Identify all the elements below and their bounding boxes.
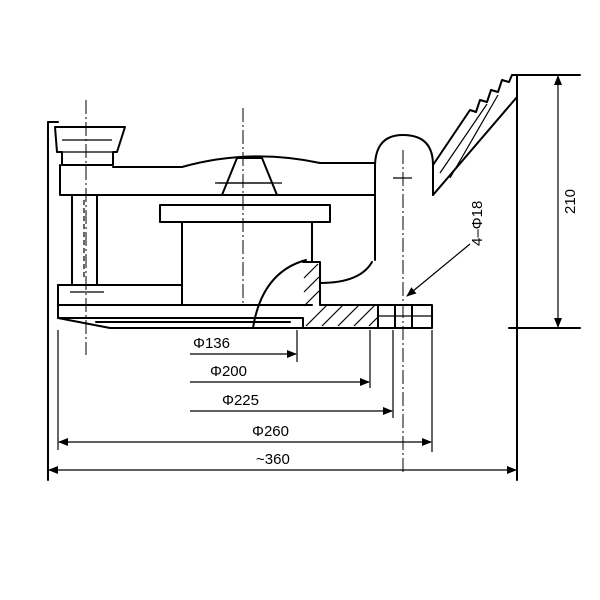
section-hatching bbox=[303, 263, 379, 327]
dim-d360: ~360 bbox=[48, 451, 517, 474]
assembly-body bbox=[47, 121, 434, 481]
dim-d136: Φ136 bbox=[190, 335, 297, 358]
dim-d225: Φ225 bbox=[190, 392, 393, 415]
dim-holes: 4–Φ18 bbox=[406, 201, 486, 297]
center-lines bbox=[70, 100, 412, 475]
dim-h210-label: 210 bbox=[562, 189, 579, 214]
extension-lines bbox=[57, 330, 433, 452]
dim-h210: 210 bbox=[554, 75, 579, 328]
dim-d360-label: ~360 bbox=[256, 451, 290, 468]
dim-d260-label: Φ260 bbox=[252, 423, 289, 440]
dim-d260: Φ260 bbox=[58, 423, 432, 446]
dim-d136-label: Φ136 bbox=[193, 335, 230, 352]
ribbed-arm bbox=[432, 74, 581, 481]
dim-d225-label: Φ225 bbox=[222, 392, 259, 409]
dim-d200-label: Φ200 bbox=[210, 363, 247, 380]
dim-holes-label: 4–Φ18 bbox=[469, 201, 486, 246]
dim-d200: Φ200 bbox=[190, 363, 370, 386]
